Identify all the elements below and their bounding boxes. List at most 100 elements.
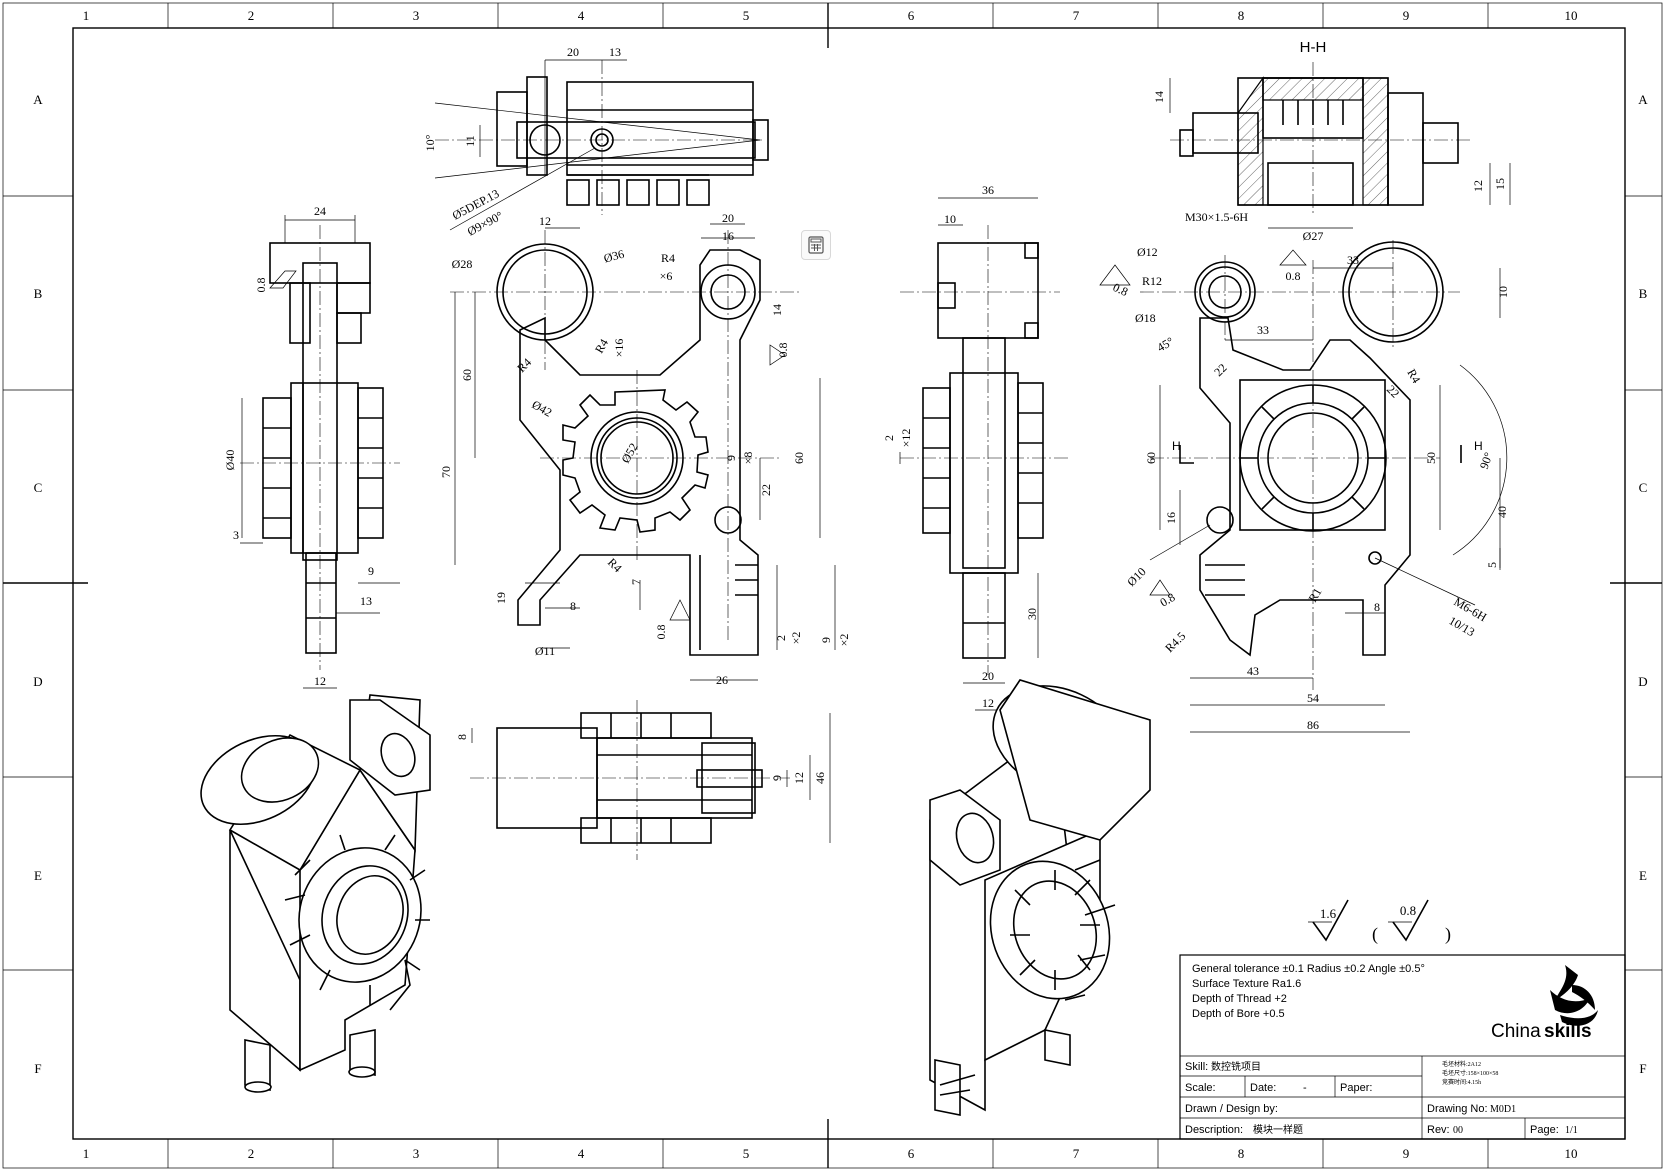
tb-skill-value: 数控铣项目	[1211, 1060, 1261, 1073]
dim-front-r4-top: R4	[661, 251, 675, 265]
section-view	[1169, 62, 1511, 229]
dim-section-thread: M30×1.5-6H	[1185, 210, 1248, 224]
dim-left-dia40: Ø40	[223, 450, 237, 471]
grid-column-ticks	[167, 3, 1489, 1168]
note-surface: Surface Texture Ra1.6	[1192, 978, 1301, 990]
row-label: D	[33, 674, 42, 689]
tb-skill-label: Skill:	[1185, 1061, 1208, 1073]
section-title: H-H	[1300, 39, 1327, 56]
dim-left-12: 12	[314, 674, 326, 688]
dim-top-11: 11	[463, 135, 477, 147]
dim-main-16: 16	[1164, 512, 1178, 524]
col-label: 10	[1565, 1146, 1578, 1161]
dim-bottom-8: 8	[455, 734, 469, 740]
roughness-general-value: 1.6	[1320, 906, 1337, 921]
dim-main-40: 40	[1495, 506, 1509, 518]
dim-front-dia42: Ø42	[530, 397, 555, 419]
tb-description-label: Description:	[1185, 1124, 1243, 1136]
logo-text-skills: skills	[1544, 1021, 1592, 1042]
dim-bottom-9: 9	[770, 775, 784, 781]
col-label: 7	[1073, 8, 1080, 23]
note-bore-depth-tol: Depth of Bore +0.5	[1192, 1008, 1285, 1020]
dim-main-86: 86	[1307, 718, 1319, 732]
dim-front-x2-a: ×2	[789, 632, 803, 645]
calculator-icon	[808, 236, 824, 254]
dim-front-r4-bottom: R4	[605, 555, 625, 575]
dim-front-x2-b: ×2	[837, 634, 851, 647]
dim-front-9: 9	[724, 455, 738, 461]
col-label: 10	[1565, 8, 1578, 23]
dim-left-13: 13	[360, 594, 372, 608]
col-label: 4	[578, 1146, 585, 1161]
tb-date-value: -	[1303, 1082, 1307, 1094]
dim-main-22-right: 22	[1384, 382, 1402, 400]
dim-main-50: 50	[1424, 452, 1438, 464]
dim-top-13: 13	[609, 45, 621, 59]
row-label: C	[1639, 480, 1648, 495]
col-label: 3	[413, 8, 420, 23]
col-label: 9	[1403, 8, 1410, 23]
grid-row-labels-left: A B C D E F	[33, 92, 43, 1076]
dim-front-x16: ×16	[612, 339, 626, 358]
dim-main-10: 10	[1496, 286, 1510, 298]
tb-material-line: 竞赛时间:4.15h	[1442, 1078, 1481, 1086]
dim-front-dia11: Ø11	[535, 644, 555, 658]
col-label: 3	[413, 1146, 420, 1161]
dim-front-22: 22	[759, 484, 773, 496]
roughness-close-paren: )	[1445, 924, 1451, 945]
note-thread-depth: Depth of Thread +2	[1192, 993, 1287, 1005]
roughness-open-paren: (	[1372, 924, 1378, 945]
dim-front-2: 2	[774, 635, 788, 641]
row-label: E	[34, 868, 42, 883]
dim-front-8: 8	[570, 599, 576, 613]
row-label: F	[1639, 1061, 1646, 1076]
roughness-symbols	[1308, 899, 1429, 942]
dim-section-12: 12	[1471, 180, 1485, 192]
bottom-view	[470, 700, 831, 860]
dim-main-r4: R4	[1404, 367, 1423, 386]
col-label: 2	[248, 8, 255, 23]
dim-main-8: 8	[1374, 600, 1380, 614]
dim-main-33-left: 33	[1257, 323, 1269, 337]
dim-right-x12: ×12	[899, 429, 913, 448]
dim-front-60-left: 60	[460, 369, 474, 381]
right-side-view	[899, 197, 1070, 711]
dim-right-30: 30	[1025, 608, 1039, 620]
note-tolerance: General tolerance ±0.1 Radius ±0.2 Angle…	[1192, 963, 1425, 975]
dim-main-roughness-bottom: 0.8	[1158, 590, 1178, 610]
tb-rev-label: Rev:	[1427, 1124, 1450, 1136]
tb-page-value: 1/1	[1565, 1125, 1578, 1136]
logo-text-china: China	[1491, 1021, 1541, 1042]
dim-top-20: 20	[567, 45, 579, 59]
row-label: A	[1638, 92, 1648, 107]
dim-right-36: 36	[982, 183, 994, 197]
dim-right-2: 2	[882, 435, 896, 441]
dim-front-dia52: Ø52	[618, 441, 640, 466]
dim-right-12: 12	[982, 696, 994, 710]
main-right-view	[1099, 240, 1508, 733]
col-label: 9	[1403, 1146, 1410, 1161]
dim-bottom-46: 46	[813, 772, 827, 784]
col-label: 8	[1238, 1146, 1245, 1161]
calculator-button[interactable]	[801, 230, 831, 260]
dim-front-12: 12	[539, 214, 551, 228]
section-mark-right: H	[1474, 439, 1483, 453]
dim-main-33-top: 33	[1347, 253, 1359, 267]
tb-page-label: Page:	[1530, 1124, 1559, 1136]
dim-front-16: 16	[722, 229, 734, 243]
dim-bottom-12: 12	[792, 772, 806, 784]
dim-front-19: 19	[494, 592, 508, 604]
dim-main-r4-5: R4.5	[1162, 629, 1188, 655]
dim-main-dia12: Ø12	[1137, 245, 1158, 259]
dim-front-26: 26	[716, 673, 728, 687]
tb-date-label: Date:	[1250, 1082, 1276, 1094]
tb-drawing-no-value: M0D1	[1490, 1104, 1516, 1115]
dim-front-60-right: 60	[792, 452, 806, 464]
col-label: 2	[248, 1146, 255, 1161]
dim-main-60: 60	[1144, 452, 1158, 464]
tb-scale-label: Scale:	[1185, 1082, 1216, 1094]
row-label: F	[34, 1061, 41, 1076]
dim-front-14: 14	[770, 304, 784, 316]
dim-right-10: 10	[944, 212, 956, 226]
